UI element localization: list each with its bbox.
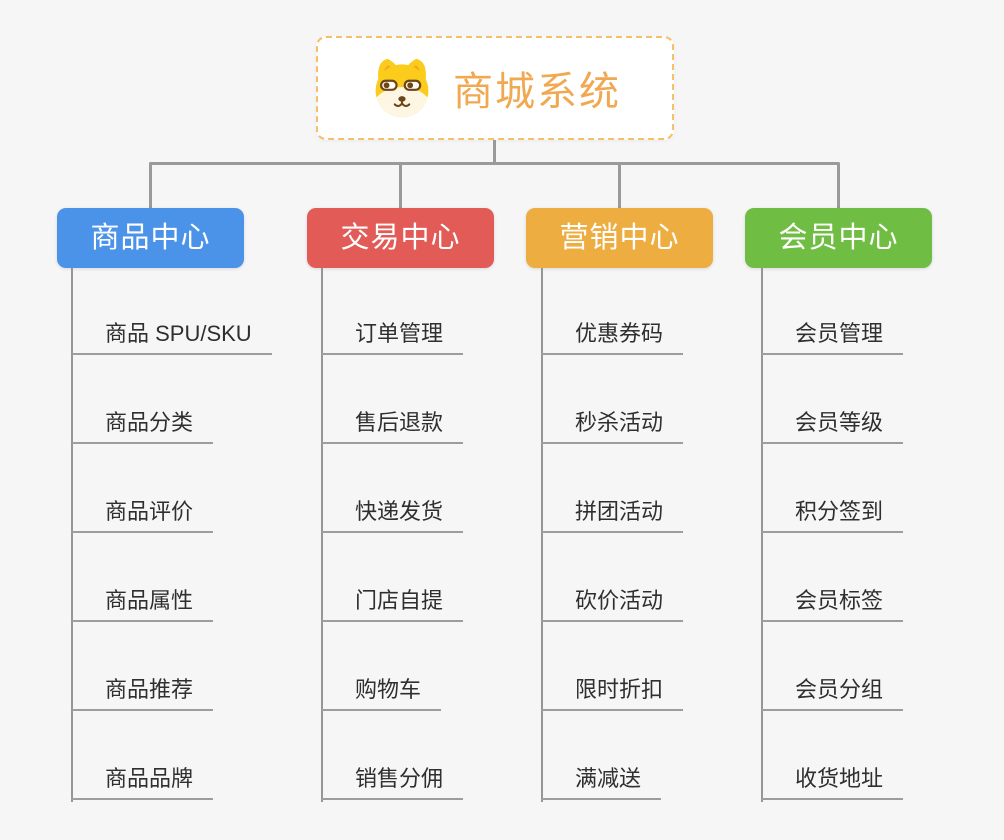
branch-node-trade-center[interactable]: 交易中心 bbox=[307, 208, 494, 268]
topic-item[interactable]: 砍价活动 bbox=[541, 588, 684, 622]
topic-item[interactable]: 快递发货 bbox=[321, 499, 464, 533]
topic-item[interactable]: 商品属性 bbox=[71, 588, 214, 622]
topic-item[interactable]: 会员分组 bbox=[761, 677, 904, 711]
branch-trunk-line bbox=[71, 268, 73, 802]
connector-drop-product bbox=[149, 164, 152, 208]
topic-item[interactable]: 秒杀活动 bbox=[541, 410, 684, 444]
topic-item[interactable]: 销售分佣 bbox=[321, 766, 464, 800]
connector-drop-member bbox=[837, 164, 840, 208]
branch-node-marketing-center[interactable]: 营销中心 bbox=[526, 208, 713, 268]
topic-item[interactable]: 积分签到 bbox=[761, 499, 904, 533]
topic-item[interactable]: 售后退款 bbox=[321, 410, 464, 444]
branch-items-marketing-center: 优惠券码 秒杀活动 拼团活动 砍价活动 限时折扣 满减送 bbox=[541, 268, 781, 808]
topic-item[interactable]: 限时折扣 bbox=[541, 677, 684, 711]
root-topic-title: 商城系统 bbox=[453, 70, 621, 114]
branch-node-member-center[interactable]: 会员中心 bbox=[745, 208, 932, 268]
topic-item[interactable]: 满减送 bbox=[541, 766, 662, 800]
topic-item[interactable]: 收货地址 bbox=[761, 766, 904, 800]
connector-drop-trade bbox=[399, 164, 402, 208]
branch-trunk-line bbox=[321, 268, 323, 802]
topic-item[interactable]: 商品推荐 bbox=[71, 677, 214, 711]
branch-trunk-line bbox=[541, 268, 543, 802]
topic-item[interactable]: 订单管理 bbox=[321, 321, 464, 355]
topic-item[interactable]: 购物车 bbox=[321, 677, 442, 711]
topic-item[interactable]: 优惠券码 bbox=[541, 321, 684, 355]
connector-drop-marketing bbox=[618, 164, 621, 208]
topic-item[interactable]: 会员管理 bbox=[761, 321, 904, 355]
connector-root-stem bbox=[493, 140, 496, 164]
topic-item[interactable]: 商品评价 bbox=[71, 499, 214, 533]
branch-items-product-center: 商品 SPU/SKU 商品分类 商品评价 商品属性 商品推荐 商品品牌 bbox=[71, 268, 311, 808]
branch-trunk-line bbox=[761, 268, 763, 802]
topic-item[interactable]: 商品品牌 bbox=[71, 766, 214, 800]
topic-item[interactable]: 商品分类 bbox=[71, 410, 214, 444]
topic-item[interactable]: 会员等级 bbox=[761, 410, 904, 444]
branch-items-member-center: 会员管理 会员等级 积分签到 会员标签 会员分组 收货地址 bbox=[761, 268, 1001, 808]
topic-item[interactable]: 门店自提 bbox=[321, 588, 464, 622]
topic-item[interactable]: 商品 SPU/SKU bbox=[71, 321, 272, 355]
topic-item[interactable]: 拼团活动 bbox=[541, 499, 684, 533]
topic-item[interactable]: 会员标签 bbox=[761, 588, 904, 622]
branch-node-product-center[interactable]: 商品中心 bbox=[57, 208, 244, 268]
root-topic-node[interactable]: 商城系统 bbox=[316, 36, 674, 140]
connector-horizontal-bar bbox=[149, 162, 840, 165]
shiba-dog-icon bbox=[369, 58, 435, 118]
branch-items-trade-center: 订单管理 售后退款 快递发货 门店自提 购物车 销售分佣 bbox=[321, 268, 561, 808]
